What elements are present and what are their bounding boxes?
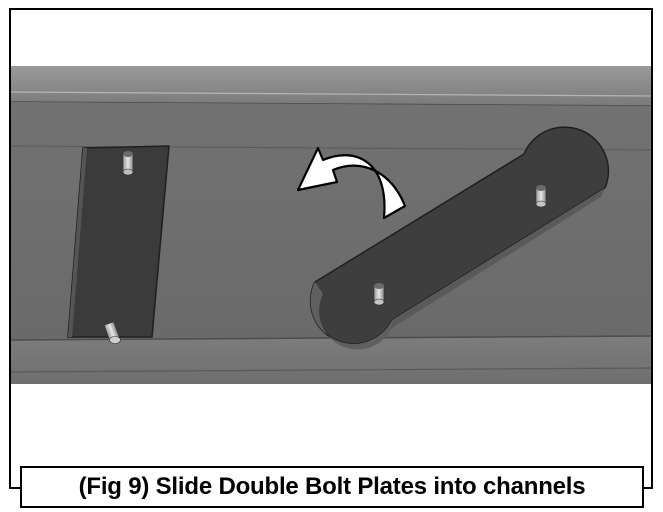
bolt-stud-icon <box>122 151 134 176</box>
bolt-stud-icon <box>373 283 385 306</box>
double-bolt-plate-rotated <box>309 126 610 350</box>
channel-illustration <box>11 66 651 384</box>
channel-bottom-flange <box>11 335 651 384</box>
channel-top-flange <box>11 66 651 107</box>
figure-caption: (Fig 9) Slide Double Bolt Plates into ch… <box>78 473 586 500</box>
double-bolt-plate-upright <box>67 145 170 344</box>
bolt-stud-icon <box>103 321 121 344</box>
caption-box: (Fig 9) Slide Double Bolt Plates into ch… <box>20 466 644 508</box>
bolt-stud-icon <box>535 185 547 208</box>
curved-arrow-icon <box>296 146 407 220</box>
